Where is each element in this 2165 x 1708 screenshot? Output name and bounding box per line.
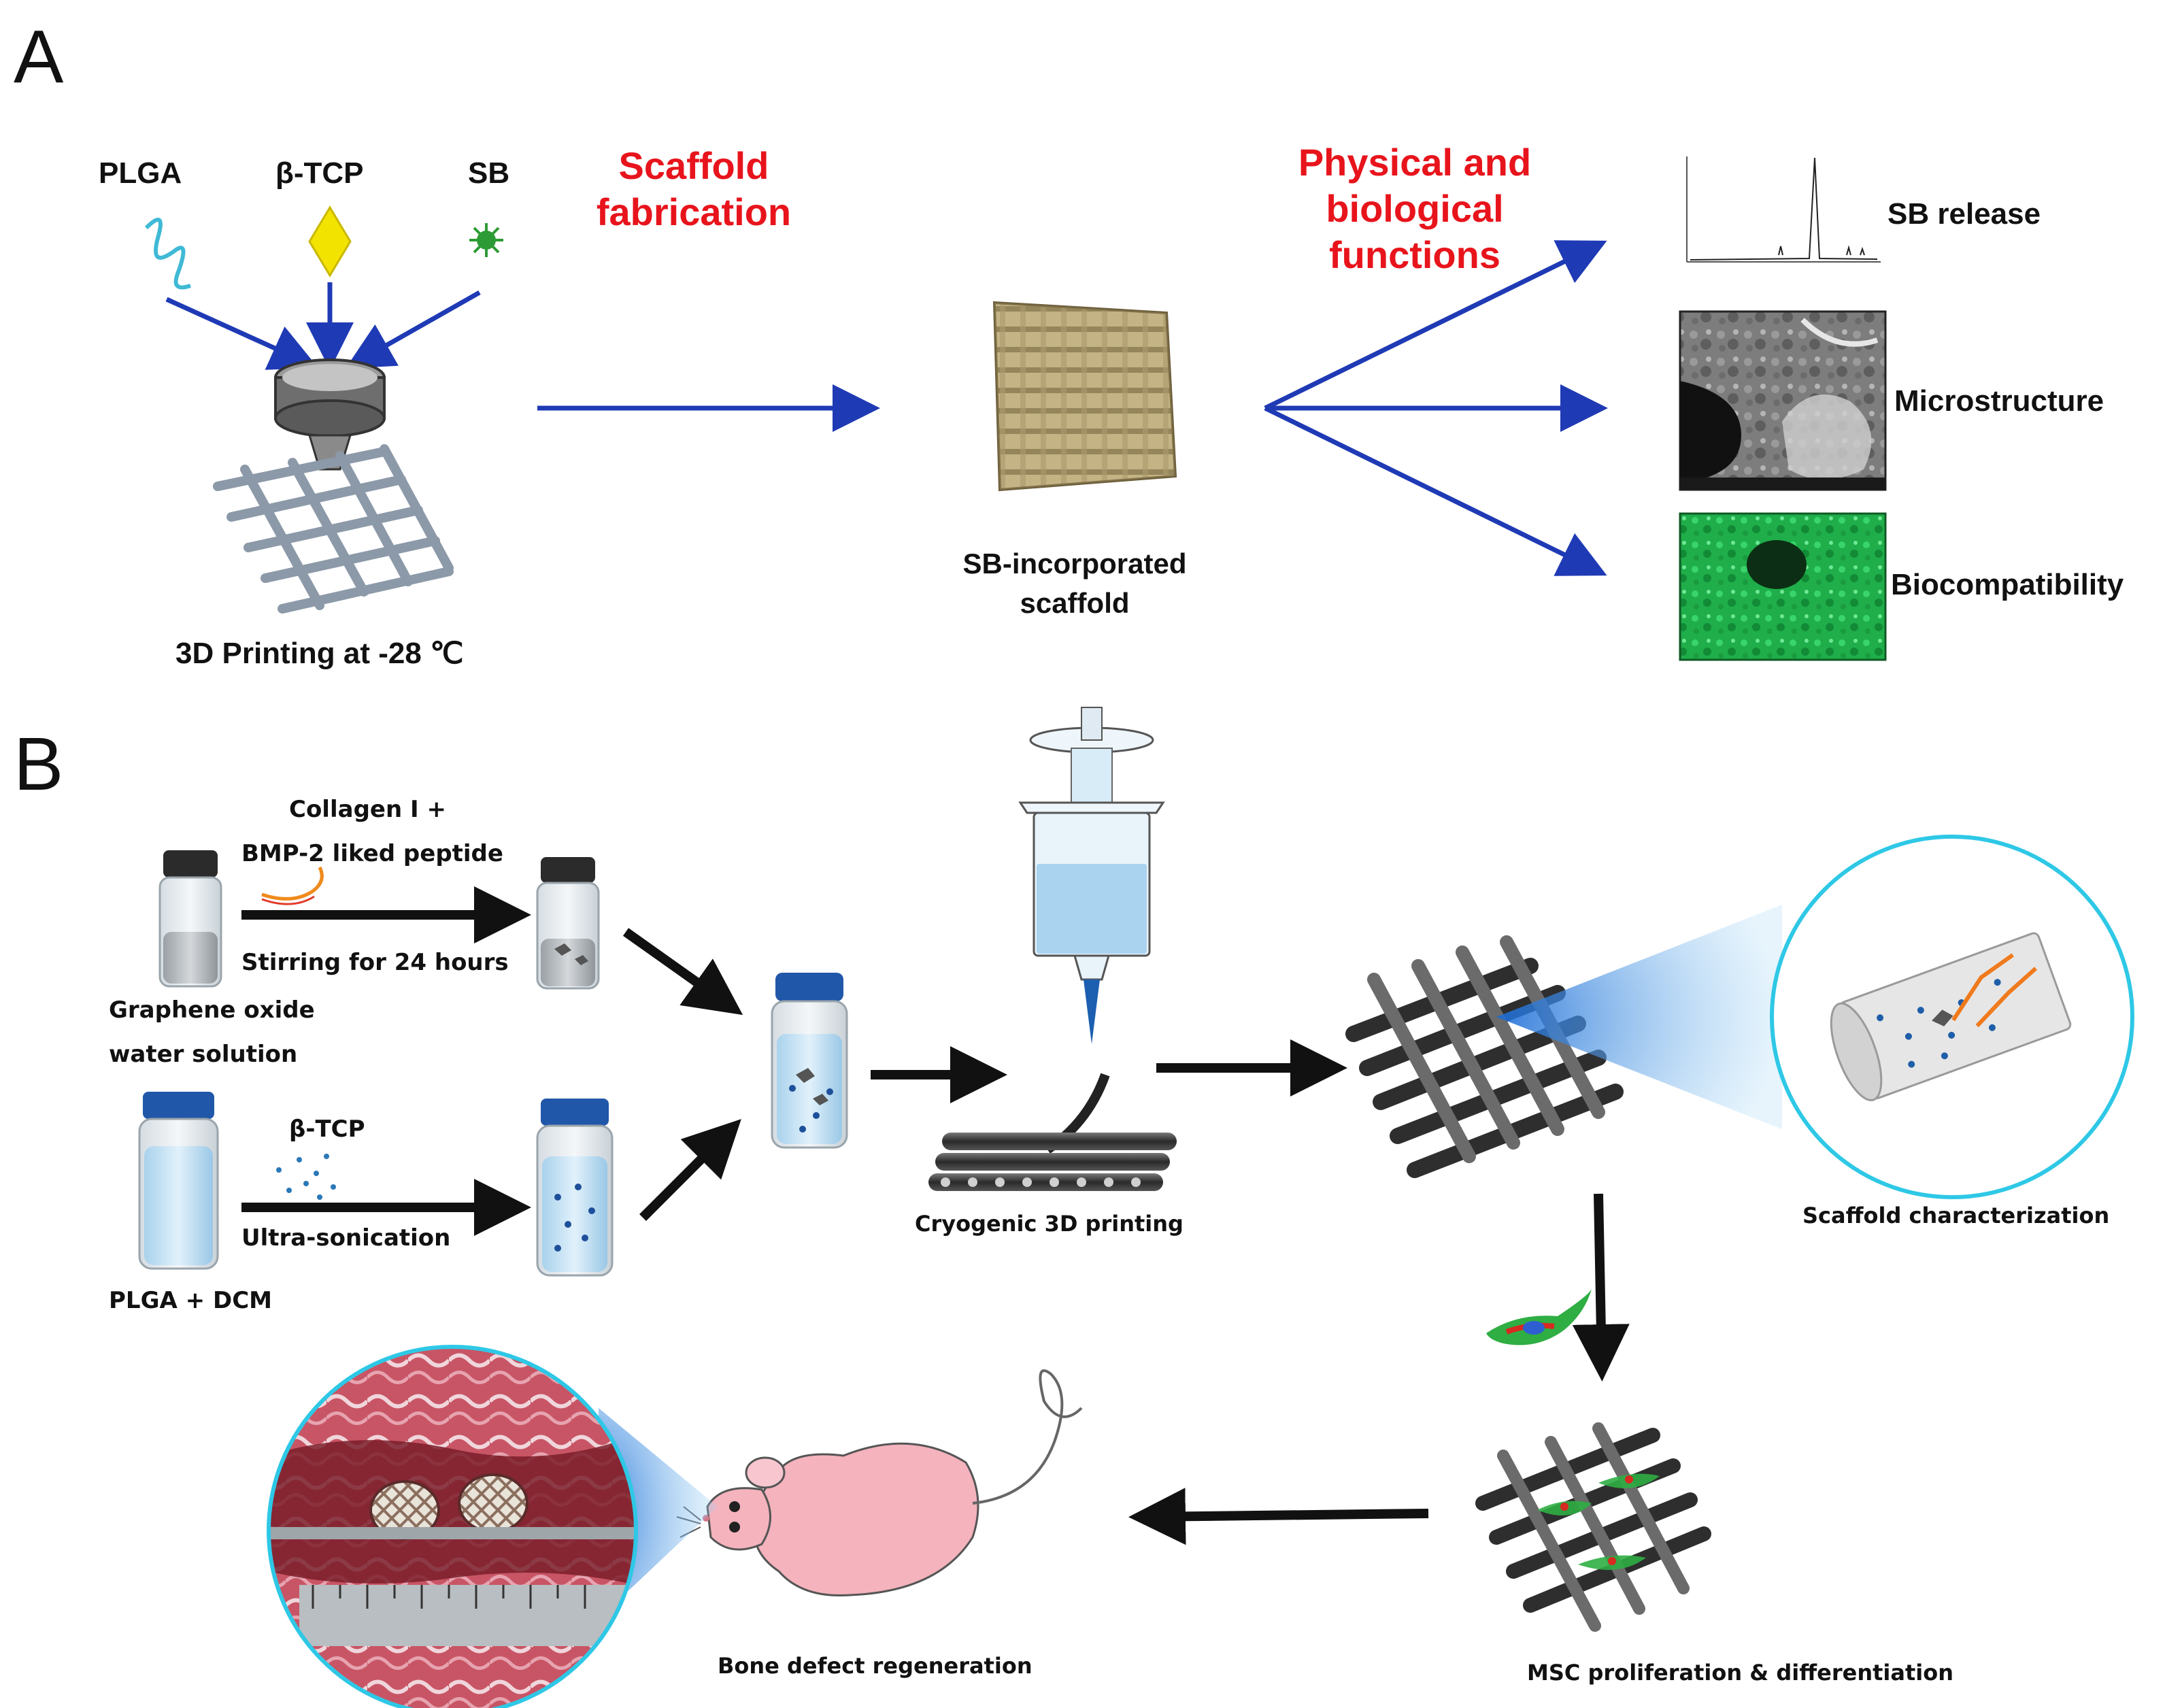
regeneration-label: Bone defect regeneration [718, 1653, 1033, 1679]
syringe-icon [1018, 707, 1165, 1044]
msc-label: MSC proliferation & differentiation [1527, 1660, 1953, 1686]
scaffold-fabrication-title: Scaffold fabrication [596, 144, 792, 233]
peptide-label: BMP-2 liked peptide [241, 840, 503, 867]
panel-a-letter: A [14, 15, 64, 99]
msc-seeded-scaffold-icon [1475, 1422, 1711, 1632]
plga-dcm-label: PLGA + DCM [109, 1287, 272, 1314]
plga-fiber-icon [144, 218, 191, 290]
plga-vial-icon [138, 1092, 219, 1270]
btcp-b-label: β-TCP [289, 1116, 365, 1143]
plga-label: PLGA [99, 156, 182, 190]
msc-cell-icon [1486, 1289, 1592, 1345]
function-arrows [1264, 240, 1608, 576]
scaffold-zoom-circle [1770, 835, 2134, 1199]
btcp-crystal-icon [308, 205, 352, 278]
cryogenic-printing-label: Cryogenic 3D printing [915, 1211, 1184, 1237]
go-solution-label: Graphene oxide [109, 997, 315, 1024]
rat-illustration [676, 1369, 1083, 1597]
ingredient-arrows [165, 282, 481, 370]
biocompatibility-label: Biocompatibility [1891, 568, 2124, 601]
scaffold-label: SB-incorporated scaffold [962, 548, 1187, 619]
scaffold-characterization-label: Scaffold characterization [1802, 1203, 2110, 1228]
collagen-label: Collagen I + [289, 796, 446, 823]
composite-ink-vial-icon [771, 973, 848, 1149]
microstructure-label: Microstructure [1894, 384, 2104, 418]
scaffold-cube-image [992, 301, 1177, 492]
panel-b-letter: B [14, 722, 64, 806]
sb-molecule-icon [469, 223, 503, 257]
peptide-icon [261, 866, 324, 901]
sonication-label: Ultra-sonication [241, 1224, 451, 1252]
plga-tcp-vial-icon [536, 1099, 614, 1277]
zoom-beam [1496, 905, 1782, 1129]
cryo-print-stack-icon [928, 1133, 1177, 1191]
btcp-label: β-TCP [275, 156, 364, 190]
printing-temp-label: 3D Printing at -28 ℃ [175, 637, 464, 670]
go-vial-icon [158, 850, 222, 988]
sb-release-label: SB release [1887, 197, 2041, 231]
sem-microstructure-image [1679, 310, 1887, 491]
stirring-label: Stirring for 24 hours [241, 949, 509, 976]
to-regeneration-arrow [1128, 1488, 1429, 1545]
woven-scaffold-icon [1345, 935, 1624, 1178]
sb-release-chart-image [1680, 153, 1884, 269]
peptide-icon-2 [261, 895, 315, 905]
to-msc-arrow [1572, 1193, 1630, 1382]
biocompatibility-image [1679, 512, 1887, 661]
functions-title: Physical and biological functions [1298, 141, 1532, 276]
surgery-photo [267, 1345, 638, 1708]
go-collagen-vial-icon [536, 857, 600, 990]
merge-arrow-bottom [639, 1119, 741, 1221]
merge-arrow-top [622, 928, 743, 1016]
sb-label: SB [468, 156, 510, 190]
btcp-particles-icon [276, 1154, 336, 1200]
printed-lattice-icon [213, 444, 454, 614]
go-solution-label-2: water solution [109, 1041, 298, 1068]
